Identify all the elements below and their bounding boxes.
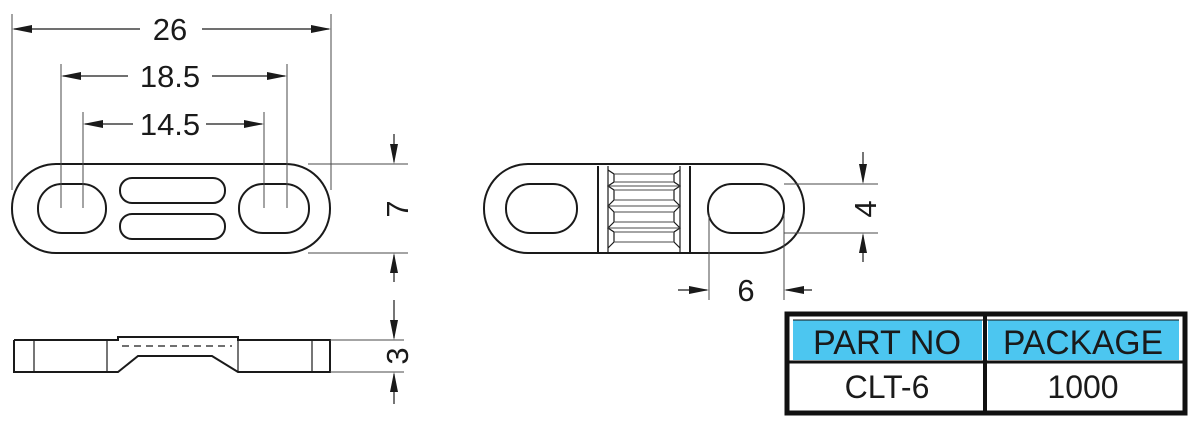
dim-6-label: 6 (737, 273, 754, 308)
dim-3-label: 3 (380, 347, 415, 364)
left-hole (37, 183, 107, 234)
dim-26-label: 26 (153, 12, 187, 47)
table-header-cell (793, 320, 982, 360)
dim-14-5-label: 14.5 (140, 107, 200, 142)
lower-slot (119, 213, 226, 240)
top-view (11, 14, 332, 254)
dimension-slot-width: 4 (848, 152, 883, 262)
dim-18-5-label: 18.5 (140, 59, 200, 94)
header-part-no: PART NO (813, 324, 961, 362)
ridged-left-hole (505, 183, 578, 234)
dim-4-label: 4 (848, 200, 883, 217)
dimension-inner-span: 14.5 (83, 107, 264, 142)
dimension-thickness: 3 (380, 300, 415, 404)
cell-package-qty: 1000 (1047, 369, 1118, 405)
ridged-view (483, 163, 878, 300)
header-package: PACKAGE (1003, 324, 1163, 362)
dimension-slot-length: 6 (678, 273, 812, 308)
side-view (13, 336, 404, 373)
ridge-line (606, 169, 615, 249)
upper-slot (119, 177, 226, 204)
right-hole (238, 183, 310, 234)
cell-part-number: CLT-6 (845, 369, 930, 405)
dimension-hole-center-span: 18.5 (61, 59, 287, 94)
ridged-right-hole (707, 183, 785, 234)
dim-7-label: 7 (380, 200, 415, 217)
dimension-overall-length: 26 (12, 12, 331, 47)
ridge-line (673, 169, 682, 249)
table-header-cell (988, 320, 1179, 360)
top-view-outline (11, 163, 331, 254)
part-table: PART NO PACKAGE CLT-6 1000 (784, 311, 1188, 416)
ridged-view-outline (483, 163, 805, 254)
side-view-outline (13, 336, 331, 373)
dimension-width: 7 (308, 134, 415, 282)
